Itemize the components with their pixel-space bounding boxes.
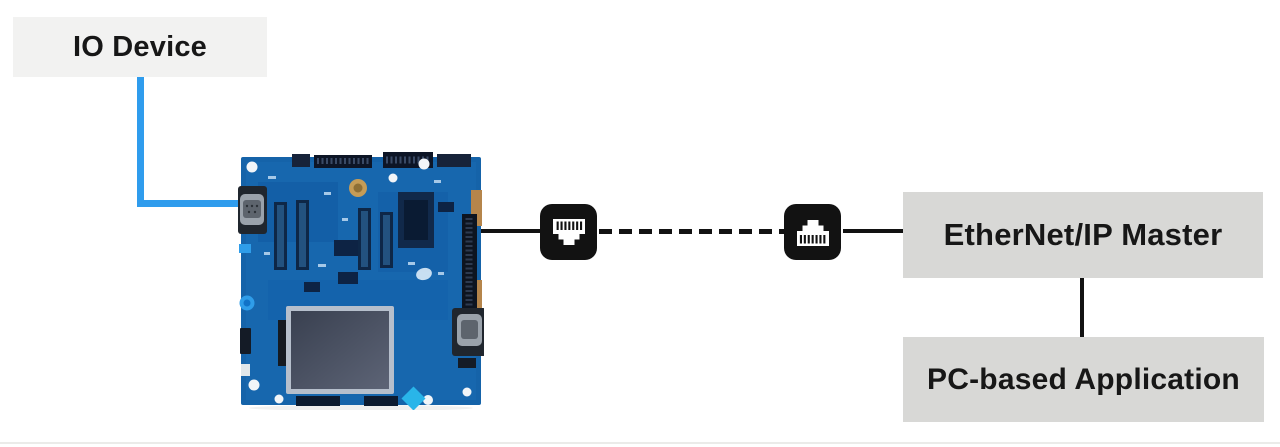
board-to-jack-line xyxy=(466,229,540,233)
dashed-cable-line xyxy=(599,229,784,234)
ethernet-port-glyph xyxy=(552,218,585,245)
bottom-divider-line xyxy=(0,442,1280,444)
dev-board-image xyxy=(238,152,484,410)
jack-to-master-line xyxy=(843,229,903,233)
io-device-node: IO Device xyxy=(13,17,267,77)
io-device-connector-horizontal xyxy=(137,200,244,207)
ethernet-port-glyph-flipped xyxy=(796,219,829,246)
io-device-label: IO Device xyxy=(73,30,207,63)
rj45-ethernet-icon-left xyxy=(540,204,597,260)
ethernet-ip-master-node: EtherNet/IP Master xyxy=(903,192,1263,278)
ethernet-ip-master-label: EtherNet/IP Master xyxy=(943,217,1223,252)
master-to-pc-line xyxy=(1080,278,1084,337)
io-device-connector-vertical xyxy=(137,77,144,207)
pc-based-application-label: PC-based Application xyxy=(927,362,1240,396)
rj45-ethernet-icon-right xyxy=(784,204,841,260)
pc-based-application-node: PC-based Application xyxy=(903,337,1264,422)
